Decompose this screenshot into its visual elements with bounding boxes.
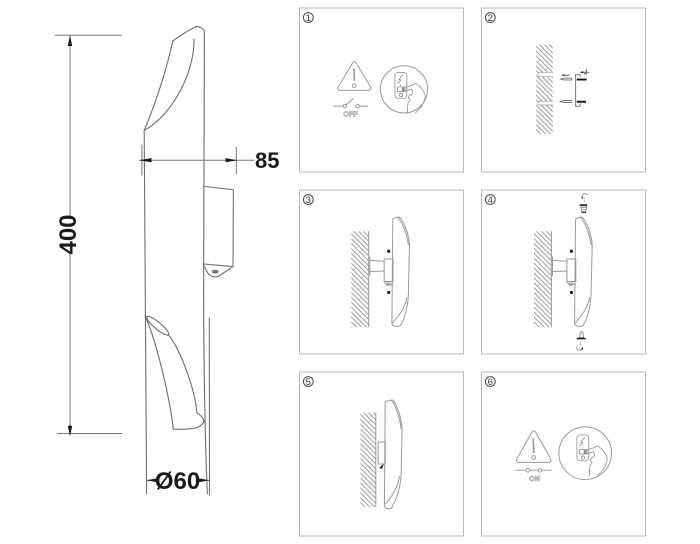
svg-text:3: 3 (306, 195, 311, 206)
svg-text:Ø60: Ø60 (155, 468, 200, 495)
svg-text:85: 85 (255, 148, 279, 173)
svg-text:6: 6 (488, 377, 493, 388)
svg-text:ON: ON (529, 474, 540, 483)
svg-text:OFF: OFF (343, 109, 358, 118)
svg-text:400: 400 (55, 214, 82, 254)
svg-text:5: 5 (306, 377, 311, 388)
svg-text:2: 2 (488, 13, 493, 24)
svg-text:4: 4 (488, 195, 493, 206)
svg-text:1: 1 (306, 13, 311, 24)
